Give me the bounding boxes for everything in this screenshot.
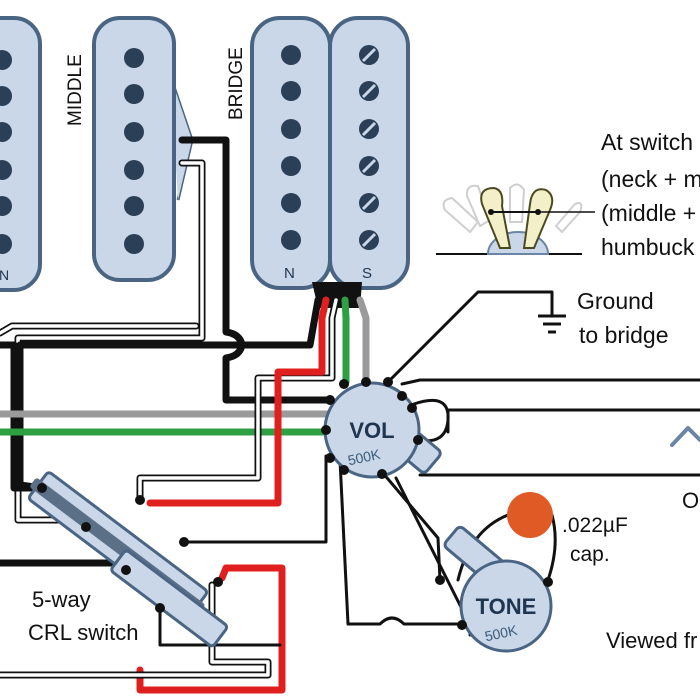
wire-humbucker-green	[341, 296, 350, 386]
switch-position-inset	[436, 183, 595, 255]
note-line2: (neck + m	[601, 166, 700, 192]
note-line4: humbuck	[601, 234, 695, 260]
tone-pot-value: 500K	[483, 622, 519, 645]
wire-humbucker-black	[16, 296, 322, 492]
tone-pot: TONE 500K	[435, 525, 553, 653]
wire-switch-to-vol	[182, 454, 328, 544]
wire-vol-to-output	[400, 378, 700, 386]
middle-pickup-label: MIDDLE	[65, 54, 86, 126]
wire-ground-bus	[338, 458, 464, 626]
wires	[0, 136, 700, 694]
note-line1: At switch	[601, 129, 693, 155]
wire-humbucker-gray	[356, 296, 370, 386]
neck-coil-label: N	[0, 267, 9, 283]
bridge-north-coil-label: N	[284, 265, 295, 282]
volume-pot: VOL 500K	[321, 377, 442, 479]
note-line3: (middle +	[601, 200, 696, 226]
wire-switch-common-red	[136, 564, 286, 694]
viewed-from-label: Viewed fr	[606, 628, 697, 653]
switch-label-line2: CRL switch	[28, 620, 138, 645]
bridge-humbucker: N S BRIDGE	[226, 16, 410, 290]
five-way-switch: 5-way CRL switch	[28, 471, 229, 648]
wire-output-hook	[670, 426, 700, 447]
neck-pickup: N	[0, 16, 42, 292]
volume-pot-label: VOL	[349, 418, 394, 443]
capacitor-value-label: .022µF	[562, 514, 628, 537]
wire-ground-bridge	[386, 290, 554, 384]
bridge-pickup-label: BRIDGE	[226, 47, 247, 120]
tone-pot-label: TONE	[476, 594, 537, 619]
capacitor: .022µF cap.	[507, 492, 628, 566]
output-label: Ou	[682, 488, 700, 513]
volume-pot-value: 500K	[346, 446, 382, 469]
ground-label-line2: to bridge	[579, 322, 669, 348]
wire-humbucker-red	[146, 296, 330, 507]
ground-label-line1: Ground	[577, 288, 654, 314]
ground-symbol	[538, 314, 566, 334]
wire-vol-to-tone	[380, 470, 442, 582]
capacitor-type-label: cap.	[570, 543, 610, 566]
switch-label-line1: 5-way	[32, 587, 91, 612]
middle-pickup: MIDDLE	[65, 16, 194, 282]
bridge-south-coil-label: S	[362, 265, 372, 282]
